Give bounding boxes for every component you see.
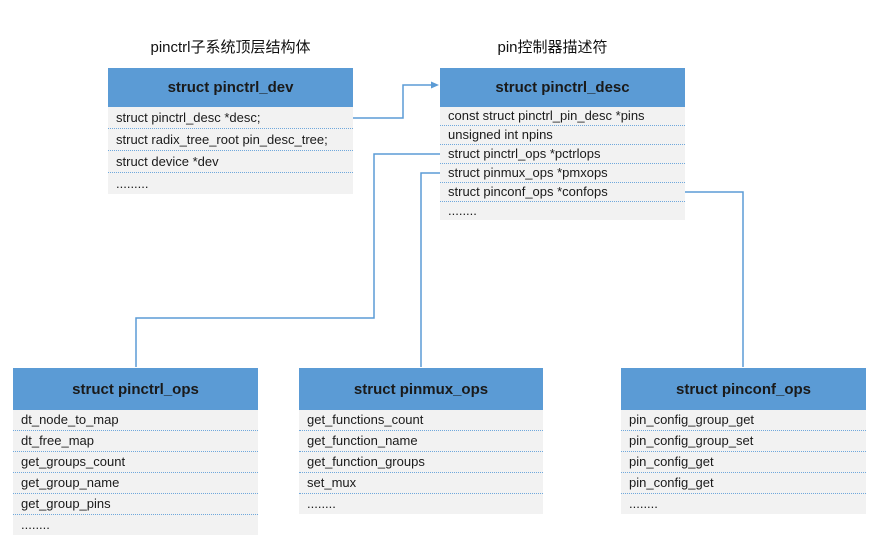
struct-field-row: pin_config_get: [621, 452, 866, 473]
struct-field-row: struct pinctrl_ops *pctrlops: [440, 145, 685, 164]
struct-field-row: ........: [448, 203, 477, 218]
struct-field-row: get_functions_count: [299, 410, 543, 431]
connector-confops-to-pinconf-ops: [685, 191, 744, 367]
struct-box-pinctrl-dev: struct pinctrl_dev struct pinctrl_desc *…: [108, 68, 353, 194]
struct-field-row: ........: [307, 496, 336, 511]
struct-field-row: pin_config_get: [621, 473, 866, 494]
connector-desc-field-to-pinctrl-desc: [352, 81, 439, 119]
struct-field-row: struct pinconf_ops *confops: [440, 183, 685, 202]
struct-box-title: struct pinctrl_desc: [440, 68, 685, 107]
label-pinctrl-dev-caption: pinctrl子系统顶层结构体: [150, 39, 311, 56]
struct-box-title: struct pinconf_ops: [621, 368, 866, 410]
struct-field-row: pin_config_group_set: [621, 431, 866, 452]
struct-box-pinctrl-desc: struct pinctrl_desc const struct pinctrl…: [440, 68, 685, 220]
struct-field-row: struct device *dev: [108, 151, 353, 173]
struct-field-row: get_function_name: [299, 431, 543, 452]
struct-field-row: ........: [629, 496, 658, 511]
struct-field-row: .........: [116, 176, 149, 191]
struct-field-row: get_group_pins: [13, 494, 258, 515]
struct-field-row: unsigned int npins: [440, 126, 685, 145]
struct-field-row: const struct pinctrl_pin_desc *pins: [440, 107, 685, 126]
struct-field-row: pin_config_group_get: [621, 410, 866, 431]
struct-field-row: set_mux: [299, 473, 543, 494]
struct-field-row: struct radix_tree_root pin_desc_tree;: [108, 129, 353, 151]
struct-field-row: get_group_name: [13, 473, 258, 494]
struct-box-title: struct pinctrl_dev: [108, 68, 353, 107]
label-pinctrl-desc-caption: pin控制器描述符: [497, 39, 608, 56]
struct-box-title: struct pinmux_ops: [299, 368, 543, 410]
struct-field-row: struct pinctrl_desc *desc;: [108, 107, 353, 129]
struct-field-row: dt_free_map: [13, 431, 258, 452]
struct-field-row: ........: [21, 517, 50, 532]
struct-fields: struct pinctrl_desc *desc;struct radix_t…: [108, 107, 353, 194]
struct-field-row: get_groups_count: [13, 452, 258, 473]
connector-pmxops-to-pinmux-ops: [420, 172, 440, 367]
struct-field-row: dt_node_to_map: [13, 410, 258, 431]
struct-field-row: get_function_groups: [299, 452, 543, 473]
struct-field-row: struct pinmux_ops *pmxops: [440, 164, 685, 183]
struct-box-title: struct pinctrl_ops: [13, 368, 258, 410]
